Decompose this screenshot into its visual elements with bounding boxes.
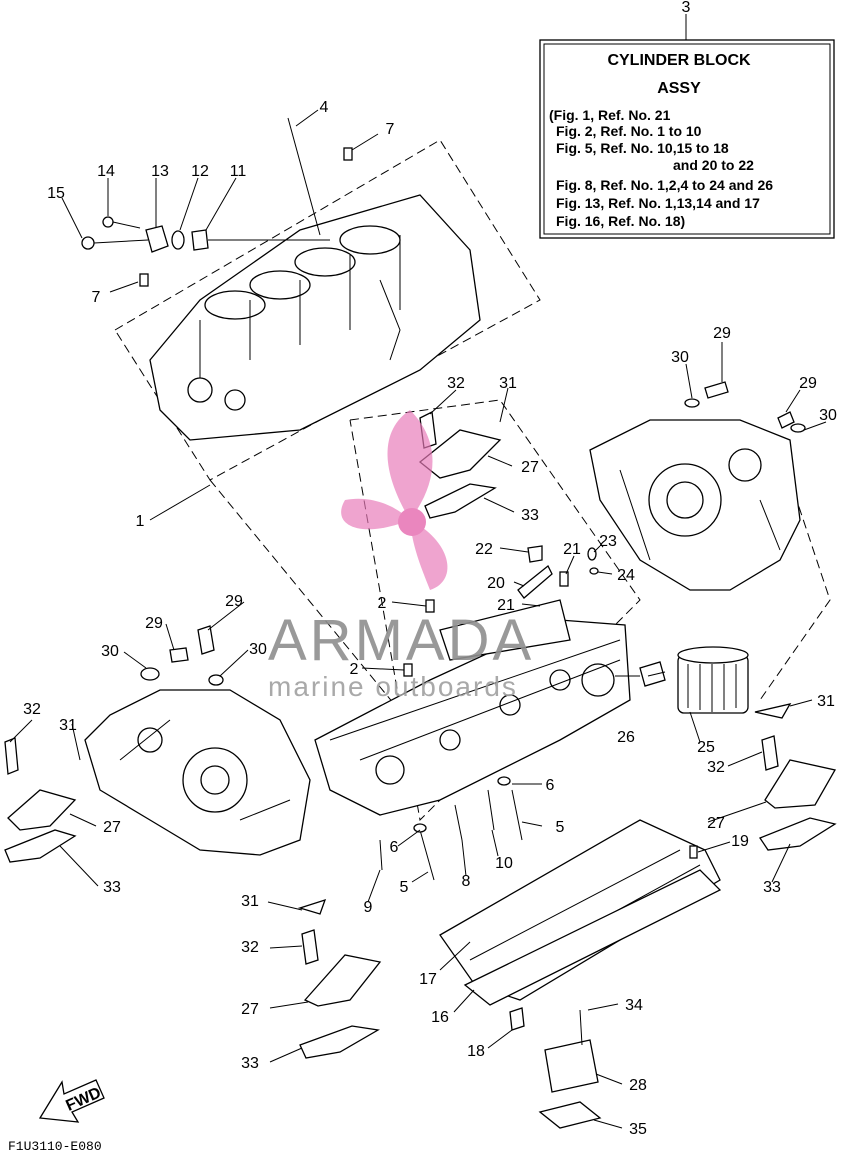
assy-line: (Fig. 1, Ref. No. 21 — [549, 107, 671, 123]
callout-5: 5 — [556, 819, 565, 836]
callout-32: 32 — [707, 759, 725, 776]
callout-31: 31 — [241, 893, 259, 910]
callout-12: 12 — [191, 163, 209, 180]
callout-5: 5 — [400, 879, 409, 896]
callout-7: 7 — [386, 121, 395, 138]
figure-code: F1U3110-E080 — [8, 1139, 102, 1154]
small-fittings — [517, 545, 599, 599]
callout-30: 30 — [249, 641, 267, 658]
callout-24: 24 — [617, 567, 635, 584]
assy-line: and 20 to 22 — [673, 157, 754, 173]
callout-28: 28 — [629, 1077, 647, 1094]
callout-29: 29 — [799, 375, 817, 392]
callout-18: 18 — [467, 1043, 485, 1060]
callout-21: 21 — [497, 597, 515, 614]
callout-21: 21 — [563, 541, 581, 558]
callout-16: 16 — [431, 1009, 449, 1026]
callout-20: 20 — [487, 575, 505, 592]
callout-22: 22 — [475, 541, 493, 558]
callout-35: 35 — [629, 1121, 647, 1138]
fwd-arrow-icon: FWD — [38, 1079, 105, 1123]
callout-32: 32 — [241, 939, 259, 956]
callout-34: 34 — [625, 997, 643, 1014]
bolts — [379, 776, 523, 881]
right-cover — [589, 381, 806, 591]
callout-13: 13 — [151, 163, 169, 180]
callout-31: 31 — [499, 375, 517, 392]
callout-27: 27 — [707, 815, 725, 832]
callout-23: 23 — [599, 533, 617, 550]
callout-14: 14 — [97, 163, 115, 180]
mount-right — [754, 703, 837, 851]
callout-33: 33 — [103, 879, 121, 896]
callout-2: 2 — [350, 661, 359, 678]
armada-watermark: ARMADA marine outboards — [268, 410, 534, 702]
callout-27: 27 — [103, 819, 121, 836]
callout-1: 1 — [136, 513, 145, 530]
callout-31: 31 — [817, 693, 835, 710]
leader-lines — [9, 109, 827, 1129]
callout-6: 6 — [390, 839, 399, 856]
callout-33: 33 — [521, 507, 539, 524]
left-cover — [84, 625, 311, 856]
callout-31: 31 — [59, 717, 77, 734]
mount-lower — [297, 898, 382, 1059]
callout-26: 26 — [617, 729, 635, 746]
callout-19: 19 — [731, 833, 749, 850]
callout-27: 27 — [241, 1001, 259, 1018]
callout-11: 11 — [230, 163, 247, 180]
crankcase — [314, 599, 631, 816]
callout-30: 30 — [101, 643, 119, 660]
callout-10: 10 — [495, 855, 513, 872]
assy-line: Fig. 2, Ref. No. 1 to 10 — [556, 123, 702, 139]
cylinder-block — [139, 117, 481, 441]
callout-32: 32 — [23, 701, 41, 718]
callout-15: 15 — [47, 185, 65, 202]
oil-filter — [615, 646, 749, 714]
callout-27: 27 — [521, 459, 539, 476]
callout-17: 17 — [419, 971, 437, 988]
callout-29: 29 — [225, 593, 243, 610]
assy-line: Fig. 16, Ref. No. 18) — [556, 213, 685, 229]
assy-line: Fig. 13, Ref. No. 1,13,14 and 17 — [556, 195, 760, 211]
callout-32: 32 — [447, 375, 465, 392]
watermark-brand: ARMADA — [268, 608, 534, 673]
propeller-logo-icon — [341, 410, 448, 590]
watermark-tagline: marine outboards — [268, 671, 518, 702]
assy-title-line1: CYLINDER BLOCK — [607, 52, 751, 69]
callout-29: 29 — [145, 615, 163, 632]
callout-25: 25 — [697, 739, 715, 756]
callout-8: 8 — [462, 873, 471, 890]
callout-3: 3 — [682, 0, 691, 16]
mount-upper — [418, 411, 502, 519]
callout-29: 29 — [713, 325, 731, 342]
callout-labels: 3 4 7 14 13 12 11 15 7 29 30 29 30 32 31… — [23, 0, 837, 1138]
callout-6: 6 — [546, 777, 555, 794]
assy-title-line2: ASSY — [657, 80, 701, 97]
callout-33: 33 — [763, 879, 781, 896]
callout-4: 4 — [320, 99, 329, 116]
callout-2: 2 — [378, 595, 387, 612]
mount-left — [4, 737, 77, 863]
callout-9: 9 — [364, 899, 373, 916]
oil-pan — [439, 819, 722, 1031]
callout-7: 7 — [92, 289, 101, 306]
assy-line: Fig. 5, Ref. No. 10,15 to 18 — [556, 140, 729, 156]
callout-33: 33 — [241, 1055, 259, 1072]
sensor-module — [538, 1009, 602, 1129]
plug-parts — [81, 216, 330, 253]
assy-info-box: CYLINDER BLOCK ASSY (Fig. 1, Ref. No. 21… — [539, 14, 835, 239]
assy-line: Fig. 8, Ref. No. 1,2,4 to 24 and 26 — [556, 177, 773, 193]
callout-30: 30 — [671, 349, 689, 366]
callout-30: 30 — [819, 407, 837, 424]
